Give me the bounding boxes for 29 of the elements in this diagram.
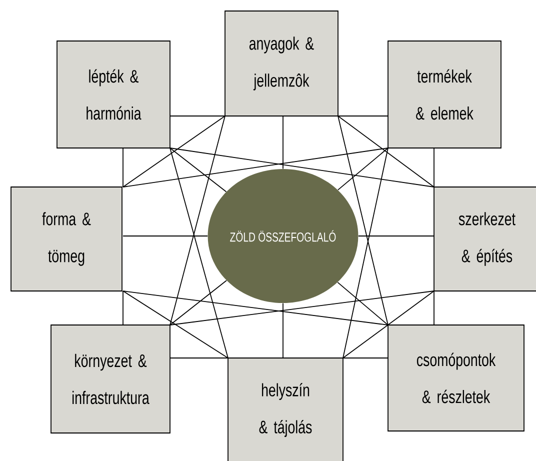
connector-line [338, 116, 434, 188]
connector-line [282, 116, 284, 170]
topic-box: csomópontok & részletek [388, 324, 524, 432]
connector-line [122, 148, 124, 188]
topic-box: termékek & elemek [388, 40, 502, 148]
summary-oval: ZÖLD ÖSSZEFOGLALÓ [208, 169, 358, 303]
topic-box: forma & tömeg [10, 186, 122, 292]
connector-line [170, 148, 228, 358]
connector-line [337, 148, 388, 190]
connector-line [122, 290, 124, 326]
connector-line [342, 148, 388, 358]
connector-line [338, 116, 388, 326]
connector-line [170, 148, 434, 188]
topic-box: szerkezet & építés [434, 186, 536, 292]
connector-line [282, 302, 284, 358]
connector-line [342, 290, 434, 358]
connector-line [170, 280, 227, 326]
topic-box: környezet & infrastruktura [50, 324, 170, 434]
topic-box: anyagok & jellemzôk [224, 10, 338, 116]
topic-box: lépték & harmónia [56, 40, 170, 148]
connector-line [122, 290, 228, 358]
connector-line [122, 148, 388, 188]
connector-line [170, 148, 227, 192]
connector-line [122, 116, 226, 188]
connector-line [337, 282, 388, 326]
connector-line [170, 290, 434, 326]
connector-line [170, 116, 226, 326]
topic-box: helyszín & tájolás [228, 358, 344, 461]
connector-line [122, 290, 388, 326]
